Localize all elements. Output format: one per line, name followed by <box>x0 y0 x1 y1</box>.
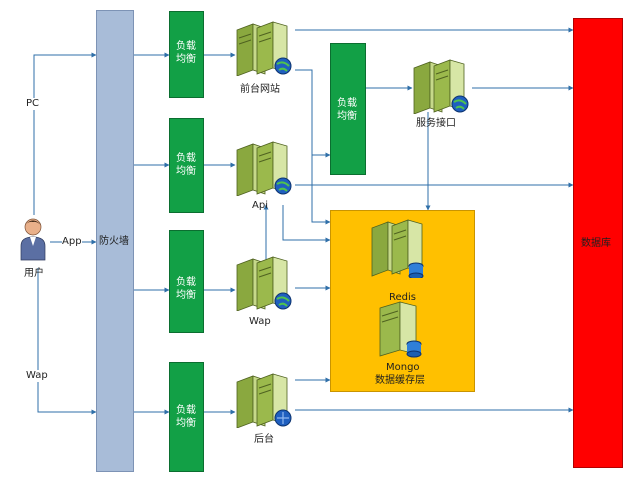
app-link-label: App <box>62 236 82 248</box>
service-server-icon <box>412 58 472 114</box>
wap-link-label: Wap <box>26 370 48 382</box>
load-balancer-5-label: 负载 均衡 <box>337 98 357 122</box>
wap-server-icon <box>235 255 295 311</box>
load-balancer-5 <box>330 43 366 175</box>
mongo-server-icon <box>372 300 442 360</box>
user-icon <box>18 216 48 262</box>
backend-server-icon <box>235 372 295 428</box>
service-server-label: 服务接口 <box>416 118 456 129</box>
cache-layer-title: 数据缓存层 <box>375 375 425 386</box>
wap-server-label: Wap <box>249 316 271 327</box>
mongo-label: Mongo <box>386 362 420 373</box>
frontend-server-icon <box>235 20 295 76</box>
database-label: 数据库 <box>581 238 611 249</box>
redis-server-icon <box>368 218 438 278</box>
load-balancer-2 <box>169 118 204 213</box>
redis-label: Redis <box>389 292 416 303</box>
load-balancer-1 <box>169 11 204 98</box>
user-label: 用户 <box>24 268 44 279</box>
api-server-label: Api <box>252 200 268 211</box>
firewall-bar <box>96 10 134 472</box>
load-balancer-3 <box>169 230 204 333</box>
api-server-icon <box>235 140 295 196</box>
load-balancer-4-label: 负载 均衡 <box>176 405 196 429</box>
load-balancer-4 <box>169 362 204 472</box>
load-balancer-3-label: 负载 均衡 <box>176 277 196 301</box>
frontend-server-label: 前台网站 <box>240 84 280 95</box>
firewall-label: 防火墙 <box>99 236 129 247</box>
load-balancer-1-label: 负载 均衡 <box>176 41 196 65</box>
load-balancer-2-label: 负载 均衡 <box>176 153 196 177</box>
pc-link-label: PC <box>26 98 40 110</box>
backend-server-label: 后台 <box>254 434 274 445</box>
database-bar <box>573 18 623 468</box>
